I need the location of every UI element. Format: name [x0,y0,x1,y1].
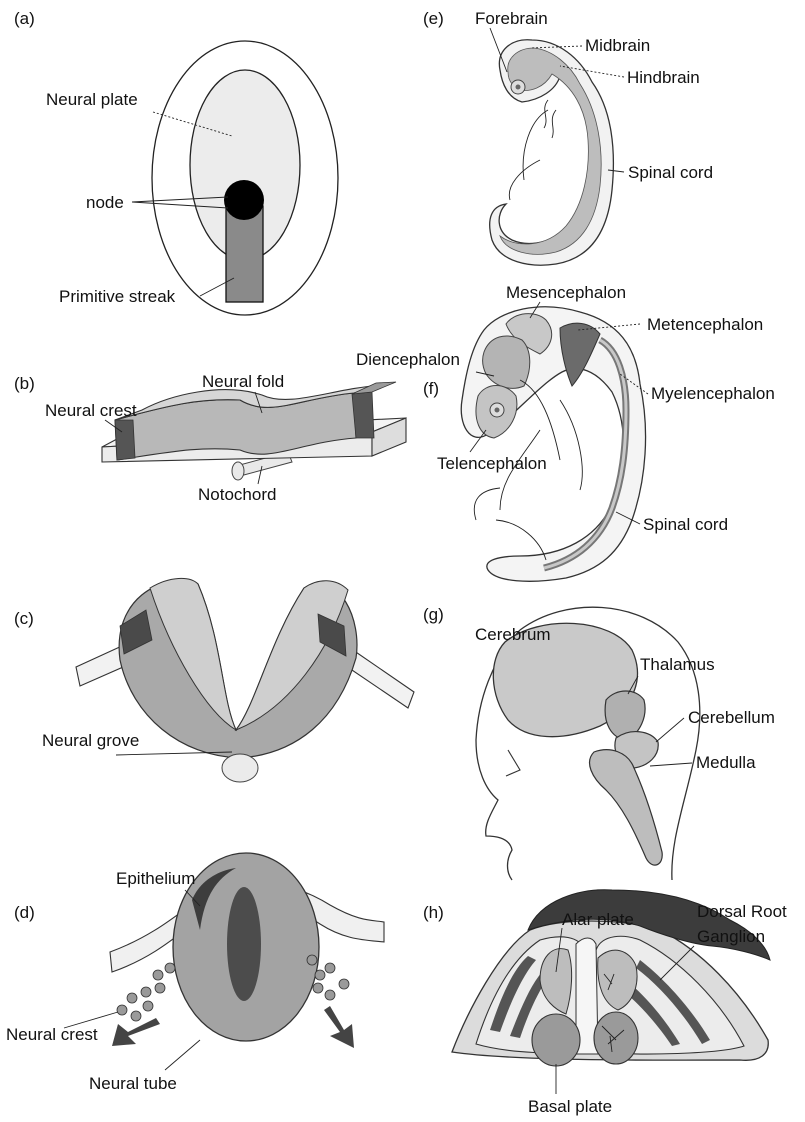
leader-cerebellum [656,718,684,742]
panel-e: (e) Forebrain Midbrain Hindbrain Spinal … [423,9,713,265]
basal-plate-right [594,1012,638,1064]
label-dorsal-root: Dorsal Root [697,902,787,921]
label-hindbrain: Hindbrain [627,68,700,87]
arches-e [544,100,556,138]
panel-c-letter: (c) [14,609,34,628]
label-neural-plate: Neural plate [46,90,138,109]
migration-arrow-left [112,1018,160,1046]
label-neural-fold: Neural fold [202,372,284,391]
panel-e-letter: (e) [423,9,444,28]
node [224,180,264,220]
label-spinal-cord-f: Spinal cord [643,515,728,534]
label-ganglion: Ganglion [697,927,765,946]
label-neural-tube: Neural tube [89,1074,177,1093]
panel-h: (h) Alar plate Dorsal Root Ganglion Basa… [423,890,787,1116]
eye-outline-g [506,750,520,776]
panel-c: (c) Neural grove [14,578,414,782]
label-myelencephalon: Myelencephalon [651,384,775,403]
label-epithelium: Epithelium [116,869,195,888]
limb-buds-e [509,110,548,200]
eye-e-pupil [516,85,521,90]
leader-medulla [650,763,692,766]
label-alar-plate: Alar plate [562,910,634,929]
panel-d-letter: (d) [14,903,35,922]
medulla [590,750,663,865]
eye-f-pupil [495,408,500,413]
panel-f-letter: (f) [423,379,439,398]
label-midbrain: Midbrain [585,36,650,55]
label-basal-plate: Basal plate [528,1097,612,1116]
label-medulla: Medulla [696,753,756,772]
label-forebrain: Forebrain [475,9,548,28]
primitive-streak [226,206,263,302]
panel-f: (f) Mesencephalon Metencephalon Dienceph… [356,283,775,581]
neural-crest-right [352,392,374,438]
neural-crest-left [115,420,135,460]
label-cerebrum: Cerebrum [475,625,551,644]
notochord-c [222,754,258,782]
neural-tube-lumen [227,887,261,1001]
panel-g: (g) Cerebrum Thalamus Cerebellum Medulla [423,605,775,880]
migration-arrow-right [324,1006,354,1048]
neural-crest-cells-left [117,963,175,1021]
label-thalamus: Thalamus [640,655,715,674]
label-neural-grove: Neural grove [42,731,139,750]
label-cerebellum: Cerebellum [688,708,775,727]
panel-g-letter: (g) [423,605,444,624]
label-primitive-streak: Primitive streak [59,287,176,306]
panel-b-letter: (b) [14,374,35,393]
panel-a: (a) Neural plate node Primitive streak [14,9,338,315]
label-telencephalon: Telencephalon [437,454,547,473]
leader-neural-tube [165,1040,200,1070]
panel-b: (b) Neural fold Neural crest Notochord [14,372,406,504]
panel-d: (d) Epithelium Neural crest Neural tube [6,853,384,1093]
panel-h-letter: (h) [423,903,444,922]
label-neural-crest-b: Neural crest [45,401,137,420]
label-spinal-cord-e: Spinal cord [628,163,713,182]
label-neural-crest-d: Neural crest [6,1025,98,1044]
label-notochord: Notochord [198,485,276,504]
panel-a-letter: (a) [14,9,35,28]
label-node: node [86,193,124,212]
label-diencephalon: Diencephalon [356,350,460,369]
label-mesencephalon: Mesencephalon [506,283,626,302]
label-metencephalon: Metencephalon [647,315,763,334]
basal-plate-left [532,1014,580,1066]
nerve-f-2 [560,400,582,490]
